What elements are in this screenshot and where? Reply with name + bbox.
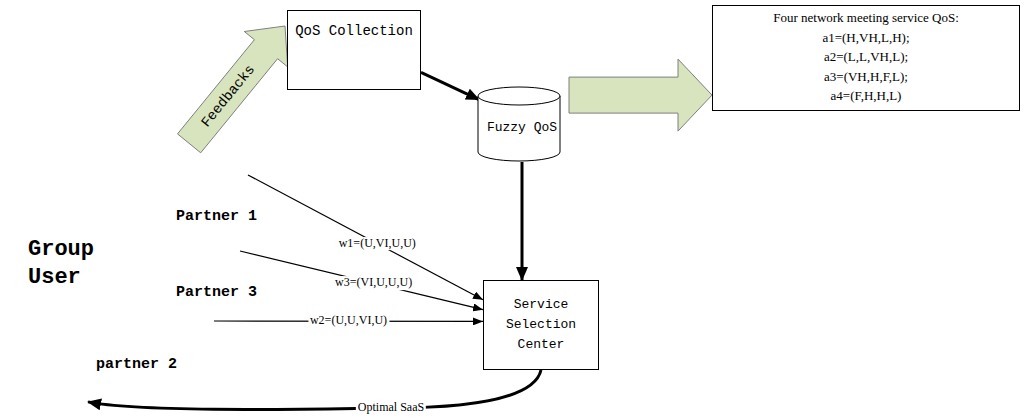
note-box: Four network meeting service QoS:a1=(H,V…: [712, 5, 1020, 111]
weight-line: [240, 251, 483, 310]
user-icon: [214, 160, 246, 190]
monitor-screen: [209, 250, 218, 257]
desk: [214, 181, 245, 187]
node-label: Fuzzy QoS: [477, 86, 567, 135]
body: [196, 317, 208, 329]
user-node: partner 2: [92, 306, 216, 380]
group-ellipse: Group User Partner 1 Partner 3 partner 2: [0, 142, 332, 418]
block-arrow: [178, 26, 288, 153]
block-arrow-shape: [178, 26, 288, 153]
weight-line: [248, 175, 483, 300]
note-line: a2=(L,L,VH,L);: [721, 47, 1011, 67]
node-label: Partner 3: [176, 284, 256, 303]
body: [230, 171, 242, 183]
node-label: Group User: [28, 236, 108, 291]
flow-arrow: [88, 370, 541, 409]
cylinder-top: [478, 87, 560, 105]
monitor-screen: [183, 320, 192, 327]
monitor: [207, 248, 220, 259]
body: [222, 247, 234, 259]
node-label: partner 2: [96, 356, 176, 375]
user-node: Partner 3: [172, 236, 292, 310]
block-arrow-shape: [569, 59, 712, 131]
block-arrow: [569, 59, 712, 131]
node-label: Partner 1: [176, 208, 256, 227]
process-box: QoS Collection: [287, 10, 421, 90]
note-line: a4=(F,H,H,L): [721, 86, 1011, 106]
process-box: Service Selection Center: [483, 280, 599, 370]
ellipse-outline: [1, 144, 331, 418]
flow-arrow: [521, 162, 524, 280]
desk: [206, 257, 237, 263]
monitor: [181, 318, 194, 329]
head: [224, 238, 232, 246]
user-icon: [180, 306, 212, 336]
monitor: [215, 172, 228, 183]
note-line: a3=(VH,H,F,L);: [721, 67, 1011, 87]
note-line: Four network meeting service QoS:: [721, 8, 1011, 28]
monitor-screen: [217, 174, 226, 181]
edge-label: Optimal SaaS: [356, 401, 426, 415]
head: [198, 308, 206, 316]
note-line: a1=(H,VH,L,H);: [721, 28, 1011, 48]
node-label: Service Selection Center: [484, 295, 598, 355]
node-label: QoS Collection: [291, 23, 417, 39]
edge-label: w2=(U,U,VI,U): [308, 314, 389, 328]
flow-arrow: [421, 72, 479, 99]
edge-label: Feedbacks: [197, 62, 257, 131]
user-icon: [206, 236, 238, 266]
desk: [180, 327, 211, 333]
database-cylinder: Fuzzy QoS: [477, 86, 567, 162]
edge-label: w3=(VI,U,U,U): [333, 276, 414, 290]
head: [232, 162, 240, 170]
user-node: Partner 1: [172, 160, 292, 234]
edge-label: w1=(U,VI,U,U): [337, 237, 418, 251]
